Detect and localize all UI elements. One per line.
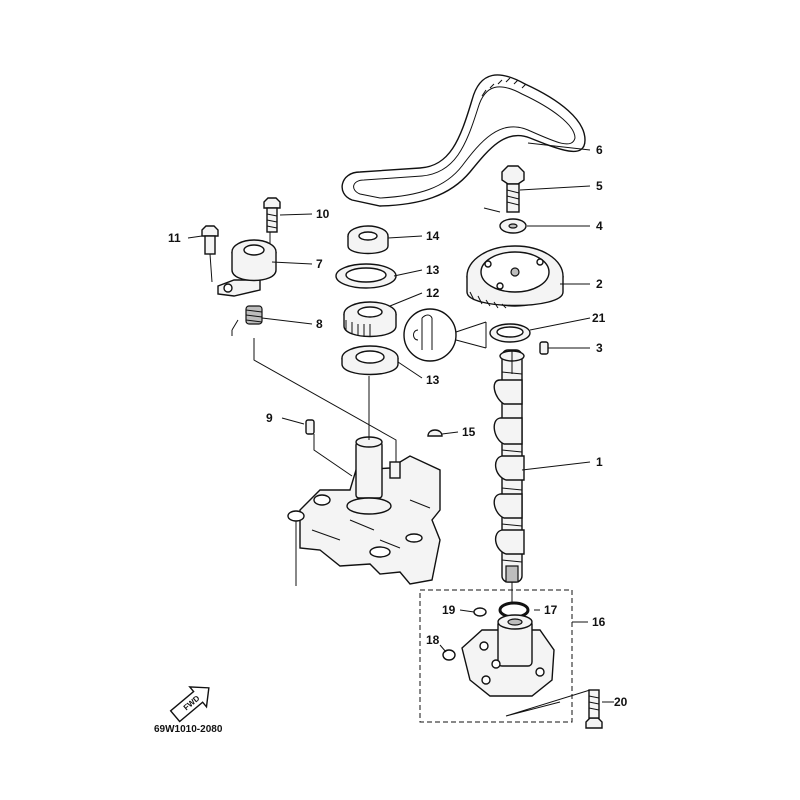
camshaft[interactable] xyxy=(493,349,525,583)
callout-1: 1 xyxy=(596,455,603,469)
callout-18: 18 xyxy=(426,633,440,647)
tensioner-spring[interactable] xyxy=(245,305,263,325)
callout-3: 3 xyxy=(596,341,603,355)
callout-20: 20 xyxy=(614,695,628,709)
camshaft-seal[interactable] xyxy=(489,323,531,343)
callout-15: 15 xyxy=(462,425,476,439)
callout-11: 11 xyxy=(168,231,181,245)
drawing-code: 69W1010-2080 xyxy=(154,724,223,735)
pulley-washer[interactable] xyxy=(499,218,527,234)
pulley-bolt[interactable] xyxy=(501,165,525,213)
callout-13-upper: 13 xyxy=(426,263,440,277)
callout-9: 9 xyxy=(266,411,273,425)
detail-bubble xyxy=(403,308,487,362)
callout-19: 19 xyxy=(442,603,456,617)
tensioner-bolt[interactable] xyxy=(263,197,281,233)
callout-5: 5 xyxy=(596,179,603,193)
tensioner-pivot-bolt[interactable] xyxy=(201,225,219,255)
callout-4: 4 xyxy=(596,219,603,233)
callout-14: 14 xyxy=(426,229,440,243)
fwd-arrow: FWD xyxy=(169,686,210,723)
callout-17: 17 xyxy=(544,603,558,617)
small-o-ring-18[interactable] xyxy=(442,649,456,661)
callout-2: 2 xyxy=(596,277,603,291)
leader-lines xyxy=(187,142,614,717)
belt-tensioner[interactable] xyxy=(217,239,277,297)
callout-13-lower: 13 xyxy=(426,373,440,387)
woodruff-key[interactable] xyxy=(427,429,443,437)
callout-10: 10 xyxy=(316,207,330,221)
oil-seal-lower[interactable] xyxy=(341,345,399,376)
timing-belt[interactable] xyxy=(341,74,586,207)
callout-7: 7 xyxy=(316,257,323,271)
locating-pin[interactable] xyxy=(305,419,315,435)
callouts: 1 2 3 4 5 6 7 8 9 10 11 12 13 13 14 15 1… xyxy=(168,143,628,709)
oil-pump-group-box xyxy=(419,589,573,723)
lock-nut[interactable] xyxy=(347,225,389,255)
drive-gear[interactable] xyxy=(343,301,397,338)
callout-16: 16 xyxy=(592,615,606,629)
cylinder-head xyxy=(287,436,441,586)
pump-bolt[interactable] xyxy=(585,689,603,729)
callout-12: 12 xyxy=(426,286,440,300)
callout-21: 21 xyxy=(592,311,606,325)
oil-seal-upper[interactable] xyxy=(335,263,397,289)
callout-6: 6 xyxy=(596,143,603,157)
small-o-ring-19[interactable] xyxy=(473,607,487,617)
dowel-pin[interactable] xyxy=(539,341,549,355)
cam-pulley[interactable] xyxy=(466,245,564,309)
oil-pump[interactable] xyxy=(461,614,555,697)
callout-8: 8 xyxy=(316,317,323,331)
